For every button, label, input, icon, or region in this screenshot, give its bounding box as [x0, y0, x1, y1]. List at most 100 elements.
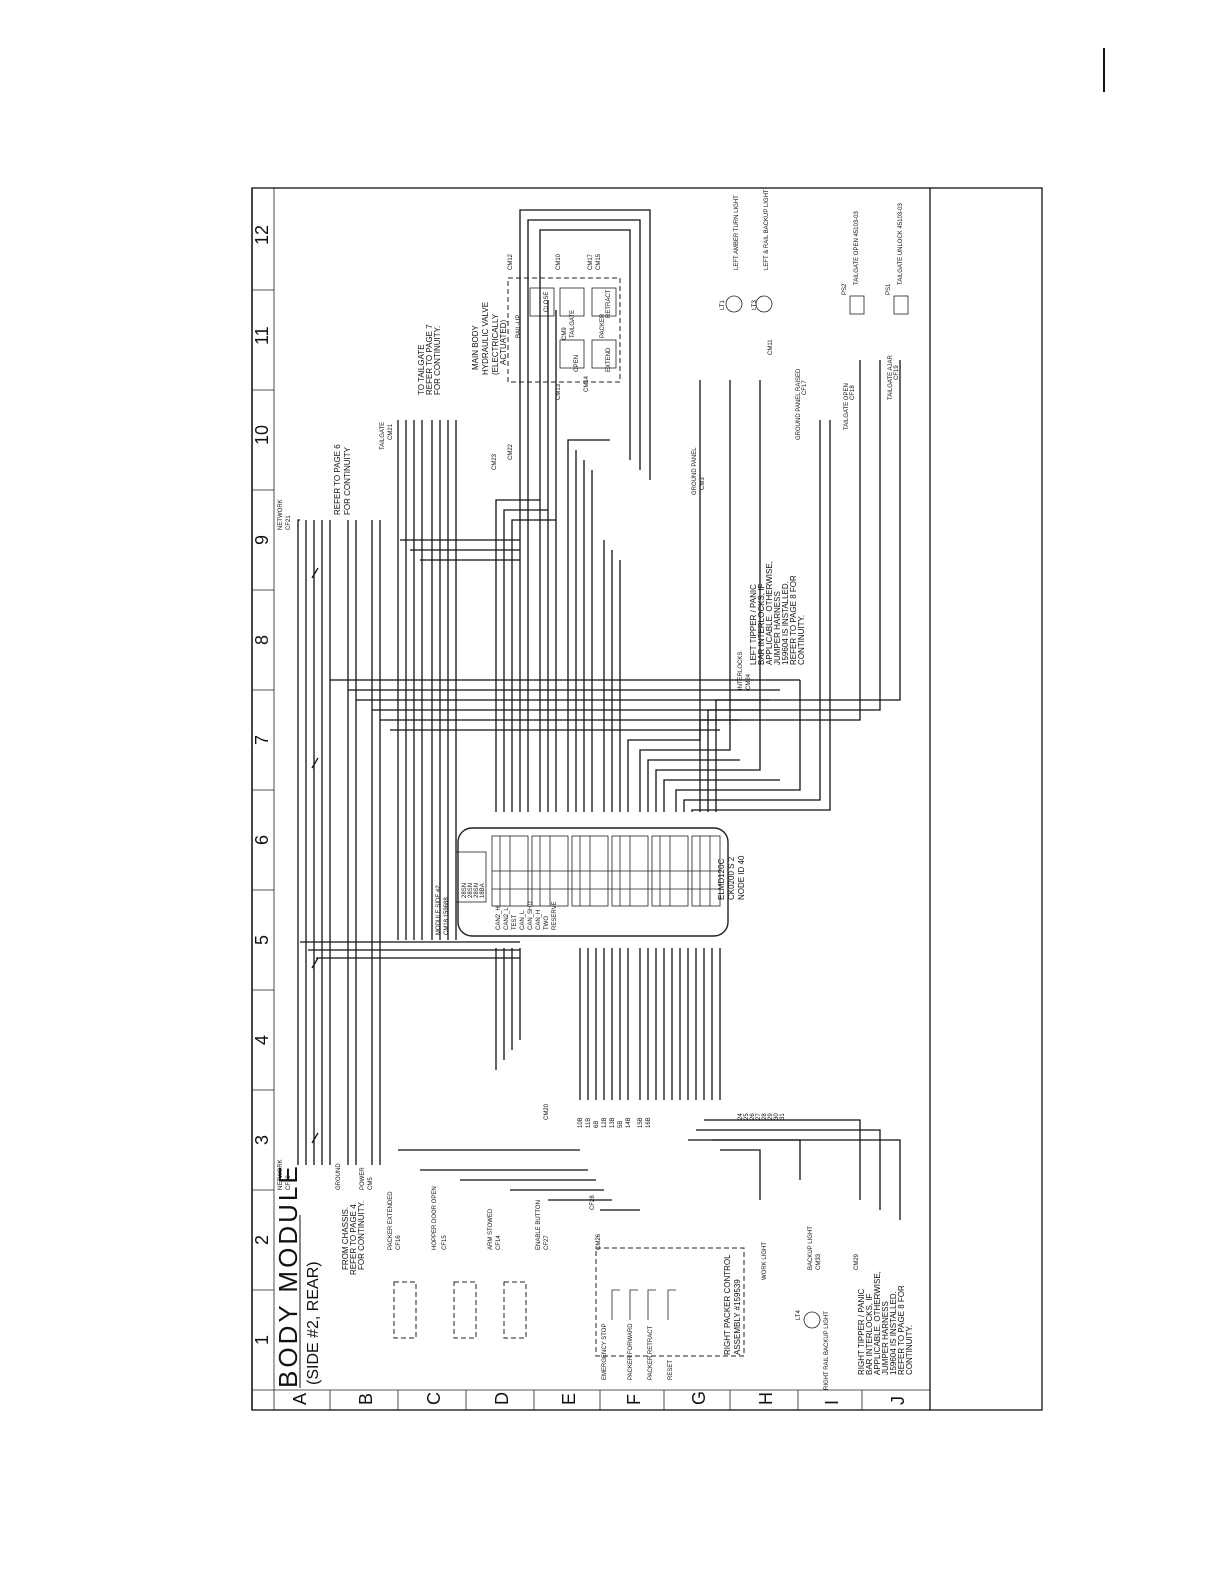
drawing-frame	[251, 187, 1043, 1411]
connector-cm26: CM26	[596, 1233, 602, 1250]
right-backup-label: RIGHT RAIL BACKUP LIGHT	[824, 1311, 830, 1390]
network-label-right: NETWORK	[278, 499, 284, 530]
connector-cm14: CM14	[584, 375, 590, 392]
module-sub: CK0200 S 2	[727, 856, 736, 900]
note-left-tipper-b: BAR INTERLOCKS, IF	[757, 584, 766, 665]
connector-cf20: CF20	[286, 1175, 292, 1190]
wire-label-10b: 10B	[578, 1117, 584, 1128]
tailgate-open-sw-label: TAILGATE OPEN	[844, 383, 850, 430]
note-from-chassis-c: FOR CONTINUITY.	[357, 1201, 366, 1270]
note-refer-page6-a: REFER TO PAGE 6	[333, 444, 342, 515]
wire-label-13b: 13B	[610, 1117, 616, 1128]
arm-stowed-label: ARM STOWED	[488, 1208, 494, 1250]
connector-cm23: CM23	[492, 453, 498, 470]
note-from-chassis-a: FROM CHASSIS.	[341, 1207, 350, 1270]
pin-28sn-1: 28SN	[462, 883, 468, 898]
pin-can2l: CAN2_L	[504, 907, 510, 930]
ps1-label: PS1	[886, 283, 892, 295]
col-num-5: 5	[252, 935, 272, 945]
wire-label-31: 31	[780, 1113, 786, 1120]
ps2-solenoid	[849, 295, 865, 315]
ps2-label: PS2	[842, 283, 848, 295]
packer-retract-label: PACKER RETRACT	[648, 1325, 654, 1380]
pin-reserve: RESERVE	[552, 901, 558, 930]
pin-can2h: CAN2_H	[496, 906, 502, 930]
module-node: NODE ID 40	[737, 855, 746, 900]
connector-cm12: CM12	[508, 253, 514, 270]
reset-label: RESET	[668, 1360, 674, 1380]
wire-bundle	[297, 209, 901, 1220]
wire-label-15b: 15B	[638, 1117, 644, 1128]
row-letter-b: B	[356, 1393, 376, 1405]
note-refer-page6-b: FOR CONTINUITY	[343, 446, 352, 515]
note-tailgate-a: TO TAILGATE	[417, 344, 426, 395]
ground-panel-label: GROUND PANEL	[692, 447, 698, 495]
col-num-9: 9	[252, 535, 272, 545]
connector-cm13: CM13	[556, 383, 562, 400]
connector-cf16: CF16	[396, 1235, 402, 1250]
backup-light-label: BACKUP LIGHT	[808, 1226, 814, 1270]
tailgate-open-label: TAILGATE OPEN 45103-03	[854, 211, 860, 285]
enable-button-label: ENABLE BUTTON	[536, 1200, 542, 1250]
connector-cf27: CF27	[544, 1235, 550, 1250]
note-right-tipper-b: BAR INTERLOCKS, IF	[865, 1294, 874, 1375]
wire-label-12b: 12B	[602, 1117, 608, 1128]
valve-note-2: HYDRAULIC VALVE	[481, 302, 490, 375]
wire-label-6b: 6B	[594, 1121, 600, 1128]
tailgate-connector-label: TAILGATE	[380, 422, 386, 450]
title-main: BODY MODULE	[273, 1163, 303, 1388]
left-backup-label: LEFT & RAIL BACKUP LIGHT	[764, 189, 770, 270]
pin-test: TEST	[512, 914, 518, 930]
note-right-tipper-c: APPLICABLE. OTHERWISE,	[873, 1271, 882, 1375]
wire-label-24: 24	[738, 1113, 744, 1120]
valve-packer: PACKER	[600, 313, 606, 338]
col-num-1: 1	[252, 1335, 272, 1345]
connector-cm33: CM33	[816, 1253, 822, 1270]
col-num-2: 2	[252, 1235, 272, 1245]
title-sub: (SIDE #2, REAR)	[305, 1261, 322, 1385]
note-from-chassis-b: REFER TO PAGE 4	[349, 1204, 358, 1275]
col-num-4: 4	[252, 1035, 272, 1045]
power-label: POWER	[360, 1167, 366, 1190]
note-right-tipper-f: REFER TO PAGE 8 FOR	[897, 1285, 906, 1375]
arm-stowed-switch	[503, 1281, 527, 1339]
wire-label-27: 27	[756, 1113, 762, 1120]
packer-forward-label: PACKER FORWARD	[628, 1323, 634, 1380]
col-num-10: 10	[252, 425, 272, 445]
col-num-6: 6	[252, 835, 272, 845]
valve-close: CLOSE	[544, 292, 550, 312]
tailgate-unlock-label: TAILGATE UNLOCK 45103-03	[898, 203, 904, 285]
connector-cf28: CF28	[590, 1195, 596, 1210]
emergency-stop-label: EMERGENCY STOP	[602, 1324, 608, 1380]
valve-tailgate: TAILGATE	[570, 310, 576, 338]
valve-note: MAIN BODY	[471, 324, 480, 370]
ps1-solenoid	[893, 295, 909, 315]
valve-note-4: ACTUATED)	[499, 319, 508, 365]
connector-cf19: CF19	[894, 365, 900, 380]
note-right-tipper-a: RIGHT TIPPER / PANIC	[857, 1289, 866, 1375]
valve-outline	[507, 277, 621, 383]
left-amber-label: LEFT AMBER TURN LIGHT	[734, 195, 740, 270]
wire-label-30: 30	[774, 1113, 780, 1120]
connector-cm11: CM11	[768, 339, 774, 355]
row-letter-d: D	[492, 1392, 512, 1405]
row-letter-c: C	[424, 1392, 444, 1405]
connector-cm29: CM29	[854, 1253, 860, 1270]
valve-extend: EXTEND	[606, 347, 612, 372]
valve-note-3: (ELECTRICALLY	[491, 313, 500, 375]
connector-cf14: CF14	[496, 1235, 502, 1250]
ground-panel-raised-label: GROUND PANEL RAISED	[796, 368, 802, 440]
row-letter-g: G	[689, 1391, 709, 1405]
hopper-door-switch	[453, 1281, 477, 1339]
wire-label-5b: 5B	[618, 1121, 624, 1128]
packer-extended-switch	[393, 1281, 417, 1339]
notes: REFER TO PAGE 6 FOR CONTINUITY TO TAILGA…	[333, 324, 914, 1375]
packer-extended-label: PACKER EXTENDED	[388, 1191, 394, 1250]
module-connector: CM18 159688	[444, 897, 450, 935]
col-num-7: 7	[252, 735, 272, 745]
note-right-packer-a: RIGHT PACKER CONTROL	[723, 1254, 732, 1355]
row-ticks	[329, 1390, 863, 1410]
connector-cm3: CM3	[700, 477, 706, 490]
note-right-packer-b: ASSEMBLY #159539	[733, 1279, 742, 1355]
